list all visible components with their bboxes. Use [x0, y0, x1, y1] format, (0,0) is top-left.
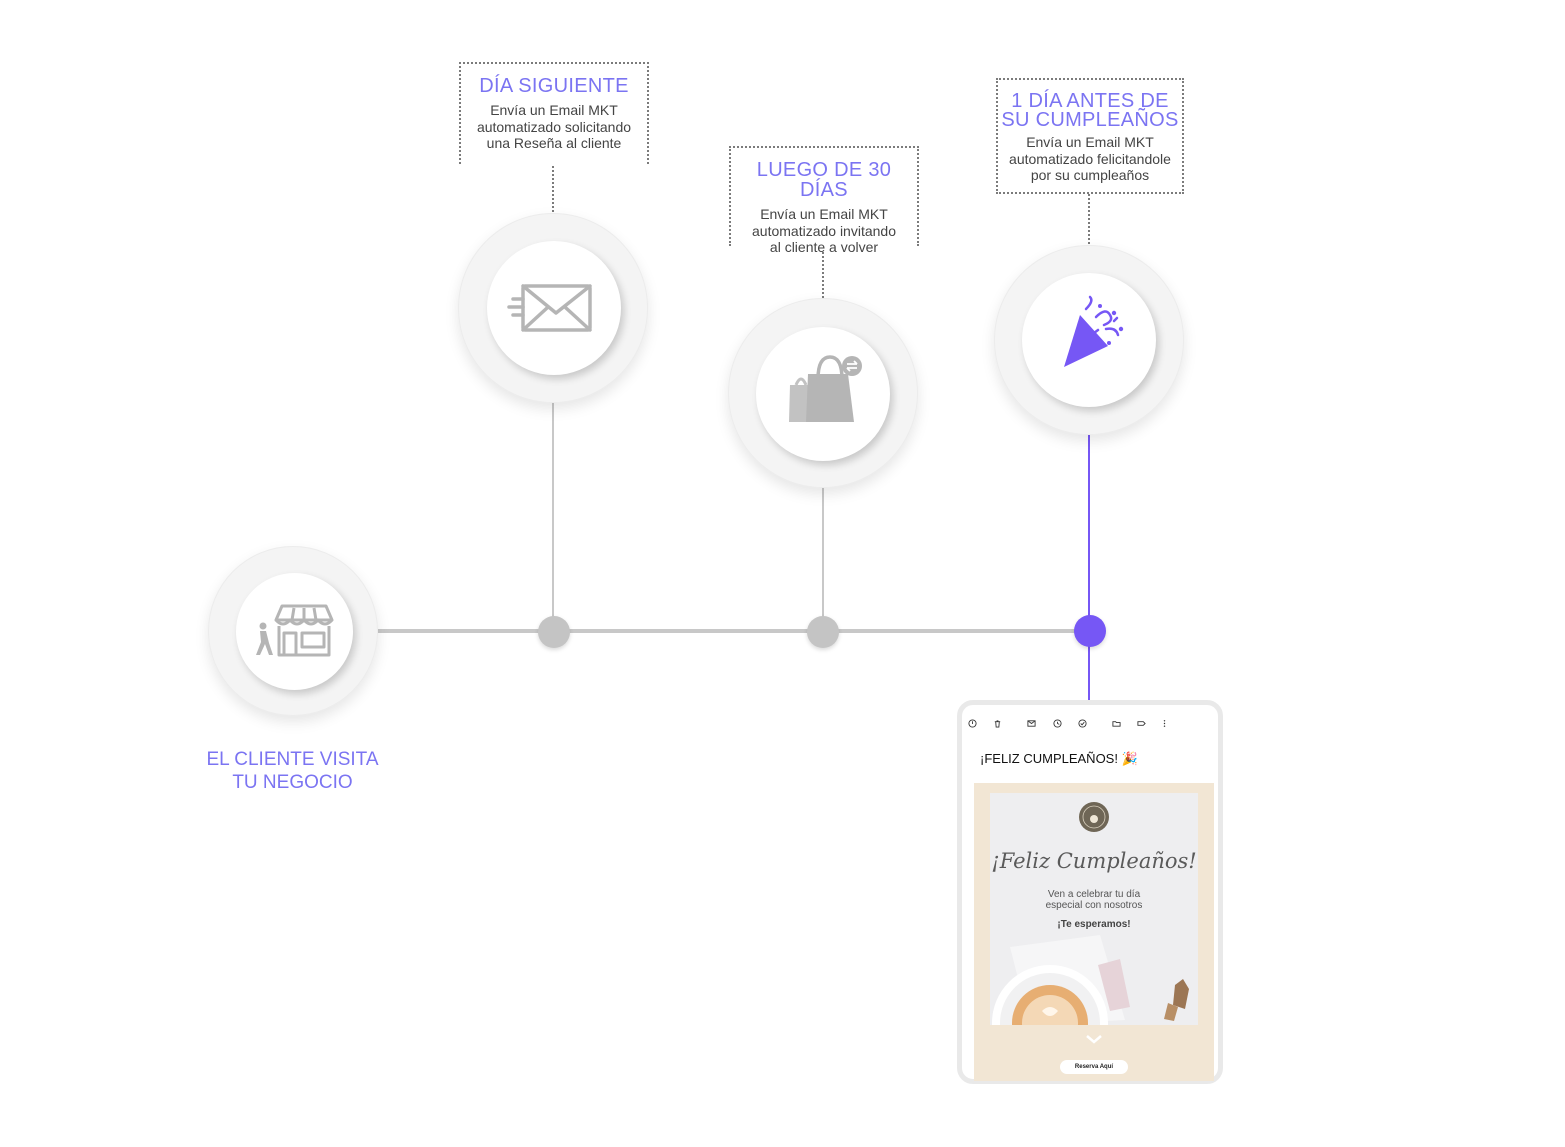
next-day-body: Envía un Email MKT automatizado solicita…: [461, 102, 647, 152]
party-popper-icon: [1064, 295, 1124, 367]
next-day-box: DÍA SIGUIENTE Envía un Email MKT automat…: [459, 62, 649, 164]
chevron-down-icon: [1086, 1035, 1102, 1044]
birthday-email-card: ¡Feliz Cumpleaños! Ven a celebrar tu día…: [990, 793, 1198, 1025]
snooze-icon[interactable]: [1053, 719, 1062, 728]
more-icon[interactable]: [1160, 719, 1169, 728]
birthday-body-line3: por su cumpleaños: [1030, 167, 1150, 183]
dotted-connector-after-30: [822, 252, 824, 298]
connector-after-30: [822, 485, 824, 630]
reserve-button[interactable]: Reserva Aquí: [1060, 1060, 1128, 1074]
birthday-body: Envía un Email MKT automatizado felicita…: [998, 134, 1182, 184]
next-day-body-line2: automatizado solicitando: [476, 118, 632, 135]
shopping-bag-icon: [789, 355, 862, 422]
after-30-circle-inner: [756, 327, 890, 461]
start-label: EL CLIENTE VISITA TU NEGOCIO: [190, 748, 395, 794]
report-icon[interactable]: [968, 719, 977, 728]
next-day-title: DÍA SIGUIENTE: [479, 75, 629, 97]
after-30-box: LUEGO DE 30 DÍAS Envía un Email MKT auto…: [729, 146, 919, 255]
after-30-body: Envía un Email MKT automatizado invitand…: [731, 206, 917, 256]
after-30-body-line3: al cliente a volver: [769, 239, 879, 255]
start-circle-inner: [236, 573, 353, 690]
connector-next-day: [552, 400, 554, 630]
email-preview-device: ¡FELIZ CUMPLEAÑOS! 🎉 ¡Feliz Cumpleaños! …: [957, 700, 1223, 1084]
birthday-title-line1: 1 DÍA ANTES DE: [1011, 90, 1169, 112]
timeline-node-next-day: [538, 616, 570, 648]
email-subject: ¡FELIZ CUMPLEAÑOS! 🎉: [980, 751, 1138, 766]
dotted-connector-next-day: [552, 166, 554, 212]
move-to-icon[interactable]: [1112, 719, 1121, 728]
next-day-circle-inner: [487, 241, 621, 375]
mark-unread-icon[interactable]: [1027, 719, 1036, 728]
birthday-title-line2: SU CUMPLEAÑOS: [1001, 109, 1179, 131]
next-day-body-line1: Envía un Email MKT: [490, 102, 618, 118]
card-title: ¡Feliz Cumpleaños!: [991, 849, 1197, 873]
timeline-line: [370, 629, 1090, 633]
card-line2: especial con nosotros: [1045, 900, 1143, 911]
birthday-circle-inner: [1022, 273, 1156, 407]
birthday-body-line1: Envía un Email MKT: [1026, 134, 1154, 150]
coffee-cup-illustration: [992, 935, 1189, 1025]
connector-birthday: [1088, 432, 1090, 702]
timeline-node-birthday: [1074, 615, 1106, 647]
start-label-line2: TU NEGOCIO: [232, 772, 353, 793]
delete-icon[interactable]: [993, 719, 1002, 728]
timeline-node-after-30: [807, 616, 839, 648]
label-icon[interactable]: [1137, 719, 1146, 728]
dotted-connector-birthday: [1088, 194, 1090, 244]
email-send-icon: [507, 284, 592, 332]
after-30-title: LUEGO DE 30 DÍAS: [756, 159, 892, 201]
add-task-icon[interactable]: [1078, 719, 1087, 728]
birthday-body-line2: automatizado felicitandole: [1009, 150, 1171, 167]
birthday-box: 1 DÍA ANTES DE SU CUMPLEAÑOS Envía un Em…: [996, 78, 1184, 194]
after-30-body-line1: Envía un Email MKT: [760, 206, 888, 222]
birthday-title: 1 DÍA ANTES DE SU CUMPLEAÑOS: [998, 90, 1182, 131]
after-30-body-line2: automatizado invitando: [752, 222, 896, 239]
start-label-line1: EL CLIENTE VISITA: [206, 749, 379, 770]
logo-badge-icon: [1079, 802, 1109, 832]
store-visit-icon: [256, 604, 334, 657]
next-day-body-line3: una Reseña al cliente: [486, 135, 622, 151]
card-line1: Ven a celebrar tu día: [1047, 889, 1141, 900]
card-cta-text: ¡Te esperamos!: [1057, 919, 1131, 930]
